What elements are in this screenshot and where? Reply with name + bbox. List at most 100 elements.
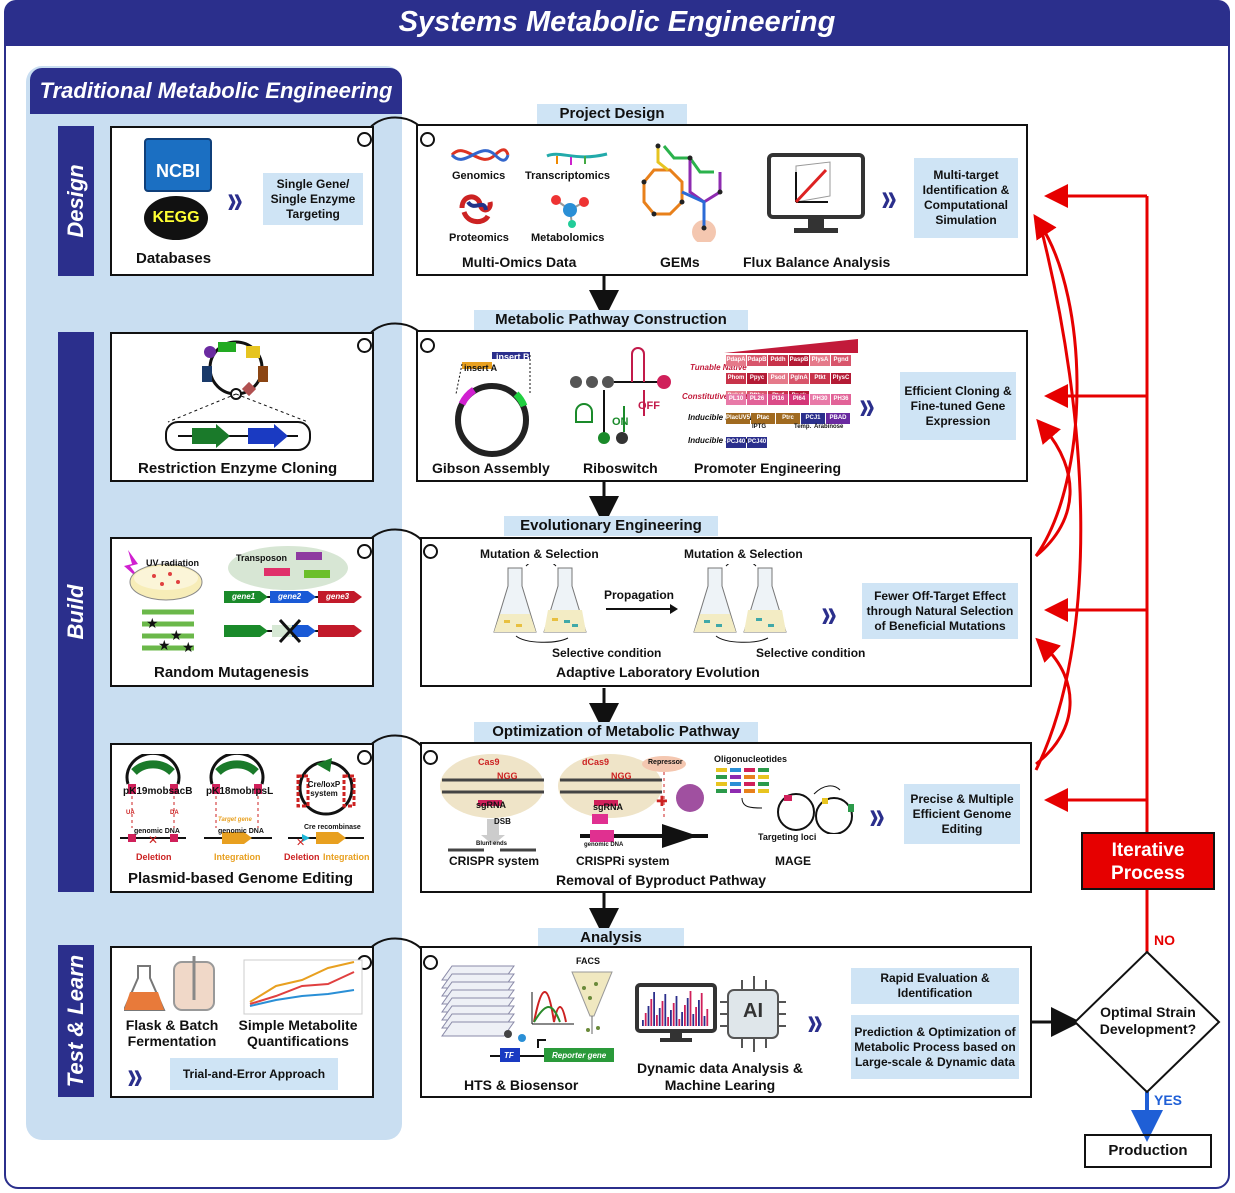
gdna-label-2: genomic DNA — [218, 828, 264, 835]
efficient-cloning-info: Efficient Cloning & Fine-tuned Gene Expr… — [900, 372, 1016, 440]
oligo-mark — [730, 768, 741, 772]
monitor-bar — [667, 1017, 669, 1026]
monitor-bar — [658, 1008, 661, 1026]
prom-label-native: Tunable Native — [690, 363, 747, 372]
hts-biosensor-icon — [441, 965, 614, 1062]
svg-text:✚: ✚ — [656, 794, 668, 810]
trial-error-info: Trial-and-Error Approach — [170, 1058, 338, 1090]
mini-chart-line — [249, 961, 355, 1003]
promoter-chip: Ptac — [751, 413, 775, 424]
production-box: Production — [1084, 1134, 1212, 1168]
multi-omics-label: Multi-Omics Data — [462, 254, 577, 270]
molecule-icon — [551, 195, 589, 228]
monitor-bar — [681, 1012, 683, 1026]
promoter-chip: PCJ40 — [726, 437, 746, 448]
arabinose-label: Arabinose — [814, 424, 844, 430]
chevron-icon: » — [127, 1054, 143, 1098]
flask-batch-label: Flask & Batch Fermentation — [125, 1017, 219, 1049]
hook-icon — [357, 338, 372, 353]
decision-text: Optimal Strain Development? — [1099, 1004, 1197, 1037]
monitor-bar — [650, 999, 653, 1026]
gene1-label: gene1 — [232, 592, 256, 601]
on-label: ON — [612, 416, 629, 428]
ua-label: UA — [126, 810, 135, 816]
hook-icon — [420, 132, 435, 147]
reporter-label: Reporter gene — [552, 1051, 607, 1060]
monitor-bar — [692, 1014, 695, 1026]
promoter-chip: PBAD — [826, 413, 850, 424]
selective-condition-label-2: Selective condition — [756, 646, 866, 660]
removal-byproduct-label: Removal of Byproduct Pathway — [556, 872, 767, 888]
ncbi-logo: NCBI — [144, 138, 212, 192]
cas9-label: Cas9 — [478, 757, 500, 767]
flask-chart-icon — [124, 956, 363, 1015]
deletion-label-1: Deletion — [136, 852, 172, 862]
monitor-bar — [670, 1010, 672, 1026]
oligo-mark — [758, 768, 769, 772]
protein-icon — [459, 194, 493, 224]
promoter-chip: PlysA — [810, 355, 830, 366]
oligo-mark — [716, 782, 727, 786]
restriction-box — [110, 332, 374, 482]
svg-text:✕: ✕ — [296, 836, 305, 849]
oligo-mark — [744, 789, 755, 793]
oligo-mark — [716, 768, 727, 772]
phase-design: Design — [58, 126, 94, 276]
off-target-info: Fewer Off-Target Effect through Natural … — [862, 583, 1018, 639]
monitor-bar — [664, 994, 667, 1026]
oligo-mark — [730, 775, 741, 779]
monitor-bar — [656, 1015, 658, 1026]
integration-label-1: Integration — [214, 852, 261, 862]
ai-label: AI — [743, 1000, 763, 1022]
mage-icon — [716, 768, 854, 834]
mini-chart-line — [249, 971, 355, 1005]
promoter-chip: Pddh — [768, 355, 788, 366]
oligo-mark — [744, 782, 755, 786]
hook-icon — [420, 338, 435, 353]
metabolomics-label: Metabolomics — [531, 232, 605, 244]
pk18-label: pK18mobrpsL — [206, 786, 274, 797]
chevron-icon: » — [821, 592, 837, 636]
oligo-mark — [758, 782, 769, 786]
flasks-pair-1 — [493, 564, 587, 643]
ai-chip-icon — [720, 976, 786, 1052]
promoter-chip: PH30 — [810, 394, 830, 405]
uv-label: UV radiation — [146, 558, 200, 568]
dcas9-label: dCas9 — [582, 757, 610, 767]
blunt-label: Blunt ends — [476, 841, 507, 847]
section-title-opt: Optimization of Metabolic Pathway — [474, 722, 758, 742]
multi-target-info: Multi-target Identification & Computatio… — [914, 158, 1018, 238]
promoter-label: Promoter Engineering — [694, 460, 842, 476]
oligo-mark — [730, 782, 741, 786]
hts-label: HTS & Biosensor — [464, 1077, 579, 1093]
promoter-chip: PH36 — [831, 394, 851, 405]
hook-icon — [423, 750, 438, 765]
monitor-bar — [703, 1016, 706, 1026]
plasmid-editing-label: Plasmid-based Genome Editing — [128, 870, 354, 887]
propagation-arrow — [606, 604, 678, 614]
facs-label: FACS — [576, 956, 601, 966]
gibson-icon — [455, 352, 531, 457]
riboswitch-icon — [570, 347, 671, 444]
prom-label-ind-synth: Inducible Synthetic — [688, 436, 762, 445]
monitor-bar — [700, 993, 703, 1026]
simple-metabolite-label: Simple Metabolite Quantifications — [238, 1017, 358, 1049]
mutagenesis-icon: ★★★★ — [124, 546, 362, 656]
ngg-label-2: NGG — [611, 771, 632, 781]
monitor-bar — [642, 1020, 644, 1026]
crispr-icon: ✚ — [440, 754, 708, 852]
crispri-label: CRISPRi system — [576, 854, 670, 868]
insert-a-label: insert A — [464, 363, 498, 373]
oligo-mark — [730, 789, 741, 793]
mutation-selection-label-1: Mutation & Selection — [480, 547, 599, 561]
monitor-bar — [647, 1006, 650, 1026]
no-label: NO — [1154, 932, 1175, 948]
tunable-gradient — [724, 339, 858, 353]
target-gene-label: Target gene — [218, 817, 252, 823]
prom-label-ind-foreign: Inducible Foreign — [688, 413, 755, 422]
hook-icon — [423, 955, 438, 970]
decision-node: Optimal Strain Development? — [1075, 952, 1221, 1092]
kegg-logo: KEGG — [144, 196, 208, 240]
